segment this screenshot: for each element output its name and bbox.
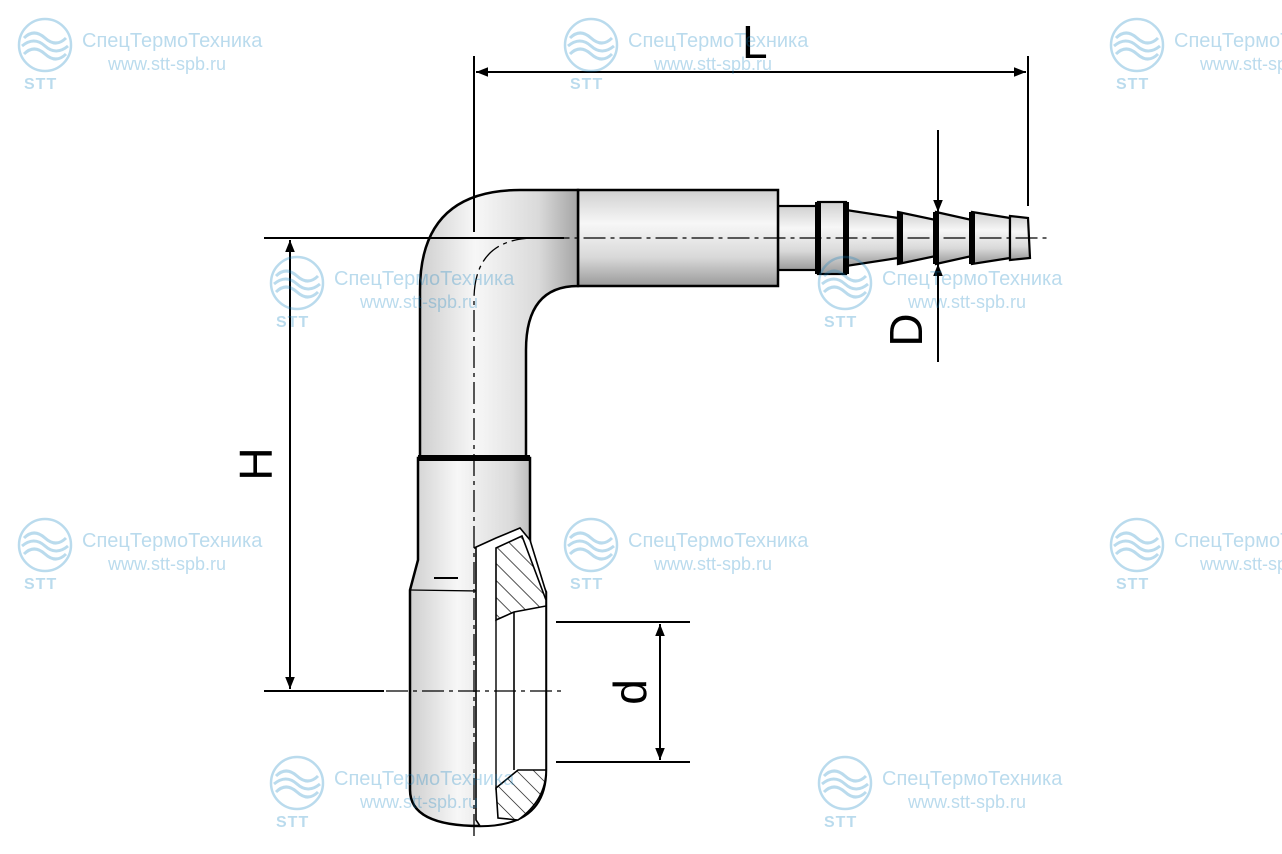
dim-label-thread-diameter: d xyxy=(604,679,656,705)
watermark-abbr: STT xyxy=(824,314,858,331)
watermark: STT СпецТермоТехника www.stt-spb.ru xyxy=(560,14,840,94)
dim-label-hose-diameter: D xyxy=(880,313,932,346)
stt-logo-icon xyxy=(817,755,873,811)
watermark-abbr: STT xyxy=(24,576,58,593)
stt-logo-icon xyxy=(17,517,73,573)
watermark-name: СпецТермоТехника xyxy=(882,268,1063,290)
section-hatch-bottom xyxy=(495,769,547,821)
watermark: STT СпецТермоТехника www.stt-spb.ru xyxy=(14,14,294,94)
stt-logo-icon xyxy=(1109,517,1165,573)
watermark-url: www.stt-spb.ru xyxy=(654,54,773,74)
watermark: STT СпецТермоТехника www.stt-spb.ru xyxy=(1106,514,1282,594)
watermark-url: www.stt-spb.ru xyxy=(1200,554,1282,574)
watermark-name: СпецТермоТехника xyxy=(82,30,263,52)
dim-label-length: L xyxy=(742,16,768,68)
watermark-name: СпецТермоТехника xyxy=(882,768,1063,790)
watermark-url: www.stt-spb.ru xyxy=(654,554,773,574)
stt-logo-icon xyxy=(817,255,873,311)
watermark: STT СпецТермоТехника www.stt-spb.ru xyxy=(14,514,294,594)
watermark-name: СпецТермоТехника xyxy=(1174,30,1282,52)
dimension-lines xyxy=(285,67,1026,760)
watermark-abbr: STT xyxy=(276,314,310,331)
watermark-abbr: STT xyxy=(824,814,858,831)
watermark-name: СпецТермоТехника xyxy=(628,30,809,52)
watermark-name: СпецТермоТехника xyxy=(82,530,263,552)
watermark: STT СпецТермоТехника www.stt-spb.ru xyxy=(266,252,546,332)
watermark: STT СпецТермоТехника www.stt-spb.ru xyxy=(814,752,1094,832)
watermark-abbr: STT xyxy=(276,814,310,831)
stt-logo-icon xyxy=(17,17,73,73)
stt-logo-icon xyxy=(269,255,325,311)
watermark: STT СпецТермоТехника www.stt-spb.ru xyxy=(1106,14,1282,94)
watermark-name: СпецТермоТехника xyxy=(1174,530,1282,552)
watermark-name: СпецТермоТехника xyxy=(628,530,809,552)
section-hatch-top xyxy=(495,534,547,622)
watermark-url: www.stt-spb.ru xyxy=(108,554,227,574)
stt-logo-icon xyxy=(1109,17,1165,73)
watermark-name: СпецТермоТехника xyxy=(334,268,515,290)
watermark-abbr: STT xyxy=(570,76,604,93)
stt-logo-icon xyxy=(563,17,619,73)
watermark: STT СпецТермоТехника www.stt-spb.ru xyxy=(560,514,840,594)
watermark-url: www.stt-spb.ru xyxy=(360,292,479,312)
watermark-url: www.stt-spb.ru xyxy=(108,54,227,74)
watermark-url: www.stt-spb.ru xyxy=(1200,54,1282,74)
dim-label-height: H xyxy=(230,447,282,480)
watermark: STT СпецТермоТехника www.stt-spb.ru xyxy=(266,752,546,832)
stt-logo-icon xyxy=(269,755,325,811)
watermark-url: www.stt-spb.ru xyxy=(908,792,1027,812)
watermark-abbr: STT xyxy=(1116,576,1150,593)
watermark-url: www.stt-spb.ru xyxy=(908,292,1027,312)
stt-logo-icon xyxy=(563,517,619,573)
watermark-abbr: STT xyxy=(24,76,58,93)
watermark: STT СпецТермоТехника www.stt-spb.ru xyxy=(814,252,1094,332)
watermark-name: СпецТермоТехника xyxy=(334,768,515,790)
extension-lines xyxy=(264,56,1029,763)
watermark-url: www.stt-spb.ru xyxy=(360,792,479,812)
watermark-abbr: STT xyxy=(1116,76,1150,93)
watermark-abbr: STT xyxy=(570,576,604,593)
